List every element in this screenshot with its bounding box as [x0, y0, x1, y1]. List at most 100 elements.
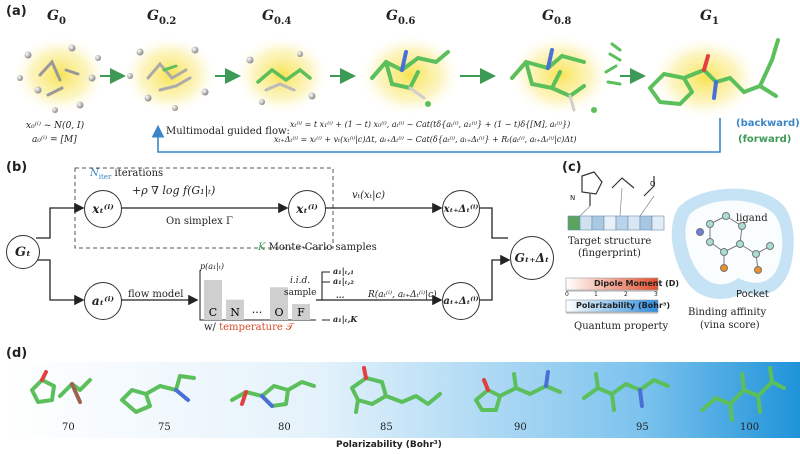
node-a-t: aₜ⁽ⁱ⁾: [84, 282, 122, 320]
value-75: 75: [158, 422, 171, 433]
panel-c-label: (c): [562, 160, 582, 175]
stage-label-g06: G0.6: [386, 8, 416, 27]
fingerprint-cell-6: [639, 215, 653, 231]
molecule-g1: [604, 38, 780, 106]
eq-backward: xₜ⁽ⁱ⁾ = t x₁⁽ⁱ⁾ + (1 − t) x₀⁽ⁱ⁾, aₜ⁽ⁱ⁾ ~…: [290, 120, 571, 129]
tick-3: 3: [654, 291, 658, 298]
panel-d-label: (d): [6, 346, 28, 361]
molecule-100: [700, 366, 786, 422]
molecule-90: [474, 370, 562, 412]
ligand-graph: [696, 212, 774, 274]
tick-2: 2: [624, 291, 628, 298]
fp-atom-o: O: [650, 180, 656, 188]
iteration-label: Niter iterations: [90, 168, 164, 181]
fingerprint-cell-1: [579, 215, 593, 231]
flow-label: Multimodal guided flow:: [166, 126, 290, 137]
dipole-bar: [565, 277, 659, 291]
value-100: 100: [740, 422, 760, 433]
binding-label: Binding affinity: [688, 307, 767, 318]
node-x-t-updated: xₜ⁽ⁱ⁾: [288, 190, 326, 228]
glow-g1: [650, 36, 760, 120]
prob-bar-1: [226, 299, 244, 320]
molecule-g02: [127, 46, 209, 111]
value-70: 70: [62, 422, 75, 433]
molecule-g08: [510, 48, 597, 113]
gradient-term: +ρ ∇ log f(G₁|ₜ): [132, 184, 216, 197]
prob-bar-4: [292, 304, 310, 320]
panel-c-graphics: [565, 171, 794, 314]
init-a-text: a₀⁽ⁱ⁾ = [M]: [32, 135, 77, 145]
prob-bar-letter-0: C: [209, 306, 217, 319]
quantum-label: Quantum property: [574, 321, 669, 332]
simplex-label: On simplex Γ: [166, 216, 233, 227]
prob-bar-letter-1: N: [230, 306, 240, 319]
fingerprint-cell-7: [651, 215, 665, 231]
panel-a-label: (a): [6, 4, 27, 19]
sample-label: sample: [284, 288, 317, 298]
sample-k: a₁|ₜ,K: [333, 314, 358, 324]
value-80: 80: [278, 422, 291, 433]
ligand-label: ligand: [736, 213, 768, 224]
fingerprint-cell-5: [627, 215, 641, 231]
stage-label-g0: G0: [47, 8, 66, 27]
glow-g0: [12, 35, 108, 115]
node-g-next: Gₜ₊Δₜ: [510, 236, 554, 280]
pocket-label: Pocket: [736, 289, 769, 300]
rate-label: R(aₜ⁽ⁱ⁾, aₜ₊Δₜ⁽ⁱ⁾|c): [368, 290, 437, 300]
dipole-label: Dipole Moment (D): [594, 279, 680, 288]
backward-tag: (backward): [736, 118, 800, 129]
init-x-text: x₀⁽ⁱ⁾ ~ N(0, I): [26, 121, 85, 131]
panel-a-graphics: [12, 33, 780, 153]
value-85: 85: [380, 422, 393, 433]
molecule-75: [120, 374, 196, 414]
polar-label: Polarizability (Bohr³): [576, 301, 671, 310]
temperature-label: w/ temperature 𝒯: [204, 322, 294, 333]
tick-1: 1: [594, 291, 598, 298]
sample-ellipsis: ···: [336, 292, 345, 302]
target-title: Target structure: [568, 236, 652, 247]
molecule-85: [350, 366, 442, 414]
target-sub: (fingerprint): [578, 248, 641, 259]
polarizability-bar: [565, 299, 659, 313]
molecule-95: [582, 372, 670, 412]
stage-label-g04: G0.4: [262, 8, 292, 27]
stage-label-g02: G0.2: [147, 8, 177, 27]
glow-g06: [358, 33, 462, 117]
prob-bar-letter-2: ···: [252, 306, 263, 319]
panel-b-label: (b): [6, 160, 28, 175]
vina-label: (vina score): [700, 320, 760, 331]
tick-0: 0: [565, 291, 569, 298]
molecule-g04: [246, 51, 316, 105]
molecule-g06: [370, 50, 450, 107]
stage-label-g08: G0.8: [542, 8, 572, 27]
velocity-label: vₜ(xₜ|c): [352, 190, 385, 201]
prob-bar-3: [270, 287, 288, 320]
sample-2: a₁|ₜ,₂: [333, 276, 354, 286]
target-molecule-sketch: [579, 171, 655, 217]
node-x-t: xₜ⁽ⁱ⁾: [84, 190, 122, 228]
fingerprint-cell-3: [603, 215, 617, 231]
molecule-g0: [17, 44, 101, 113]
mc-label: K Monte-Carlo samples: [258, 242, 377, 253]
node-a-next: aₜ₊Δₜ⁽ⁱ⁾: [442, 282, 480, 320]
prob-bar-letter-3: O: [274, 306, 283, 319]
forward-tag: (forward): [738, 134, 792, 145]
stage-label-g1: G1: [700, 8, 719, 27]
fingerprint-cell-4: [615, 215, 629, 231]
fingerprint-bar: [567, 215, 665, 231]
node-g-t: Gₜ: [6, 235, 40, 269]
eq-forward: xₜ₊Δₜ⁽ⁱ⁾ = xₜ⁽ⁱ⁾ + vₜ(xₜ⁽ⁱ⁾|c)Δt, aₜ₊Δₜ⁽…: [274, 135, 577, 144]
value-95: 95: [636, 422, 649, 433]
molecule-80: [230, 380, 316, 408]
fingerprint-cell-2: [591, 215, 605, 231]
prob-bar-letter-4: F: [297, 306, 305, 319]
prob-axis-label: p(a₁|ₜ): [200, 262, 225, 271]
value-90: 90: [514, 422, 527, 433]
prob-bar-0: [204, 280, 222, 320]
flow-model-label: flow model: [128, 289, 184, 300]
polarizability-axis-label: Polarizability (Bohr³): [336, 440, 442, 450]
fingerprint-cell-0: [567, 215, 581, 231]
fp-atom-n: N: [570, 194, 576, 202]
node-x-next: xₜ₊Δₜ⁽ⁱ⁾: [442, 190, 480, 228]
